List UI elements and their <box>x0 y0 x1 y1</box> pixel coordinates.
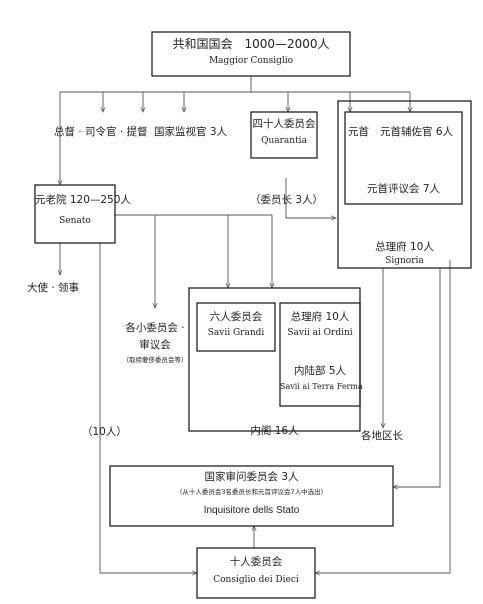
dieci-subtitle: Consiglio dei Dieci <box>213 575 299 585</box>
savii-grandi-subtitle: Savii Grandi <box>207 328 265 338</box>
chairmen-label: （委员长 3人） <box>250 194 324 206</box>
quarantia-box <box>250 111 318 159</box>
inquisitore-title: 国家审问委员会 3人 <box>204 471 299 483</box>
inquisitore-note: （从十人委员会3名委员长和元首评议会7人中选出） <box>175 488 328 496</box>
ten-label: （10人） <box>82 426 127 438</box>
signoria-inner-box <box>344 111 463 205</box>
maggior-consiglio-title: 共和国国会 1000—2000人 <box>172 37 330 51</box>
cabinet-label: 内阁 16人 <box>250 425 299 437</box>
savii-grandi-box <box>196 302 276 352</box>
doge-advisors-label: 元首辅佐官 6人 <box>380 126 454 138</box>
committees-note: （取缔奢侈委员会等） <box>122 356 188 364</box>
censors-label: 国家监视官 3人 <box>154 126 228 138</box>
dieci-box <box>196 547 316 599</box>
dieci-title: 十人委员会 <box>229 556 283 568</box>
terra-ferma-subtitle: Savii ai Terra Ferma <box>280 382 363 391</box>
committees-label-1: 各小委员会 · <box>125 322 185 334</box>
quarantia-subtitle: Quarantia <box>261 136 307 146</box>
signoria-subtitle: Signoria <box>385 256 424 266</box>
signoria-outer-box <box>337 100 472 269</box>
governors-label: 总督 · 司令官 · 提督 <box>54 126 148 138</box>
regional-heads-label: 各地区长 <box>361 430 403 442</box>
maggior-consiglio-box <box>151 31 351 77</box>
savii-ordini-subtitle: Savii ai Ordini <box>287 328 353 338</box>
connector <box>99 243 197 573</box>
doge-council-label: 元首评议会 7人 <box>366 183 441 195</box>
inquisitore-subtitle: Inquisitore dells Stato <box>203 505 300 516</box>
quarantia-title: 四十人委员会 <box>252 118 316 130</box>
savii-grandi-title: 六人委员会 <box>209 311 263 323</box>
doge-label: 元首 <box>348 126 369 138</box>
ambassadors-label: 大使 · 领事 <box>27 282 80 294</box>
committees-label-2: 审议会 <box>139 339 171 351</box>
connector <box>315 260 451 573</box>
terra-ferma-title: 内陆部 5人 <box>293 365 347 377</box>
connector <box>285 178 336 218</box>
maggior-consiglio-subtitle: Maggior Consiglio <box>208 56 294 66</box>
senato-title: 元老院 120—250人 <box>35 194 131 206</box>
signoria-title: 总理府 10人 <box>375 241 434 253</box>
connector <box>393 268 441 487</box>
inquisitore-box <box>109 465 394 527</box>
savii-ordini-box <box>279 302 361 407</box>
senato-box <box>34 184 116 244</box>
senato-subtitle: Senato <box>59 216 91 226</box>
savii-ordini-title: 总理府 10人 <box>290 311 350 323</box>
